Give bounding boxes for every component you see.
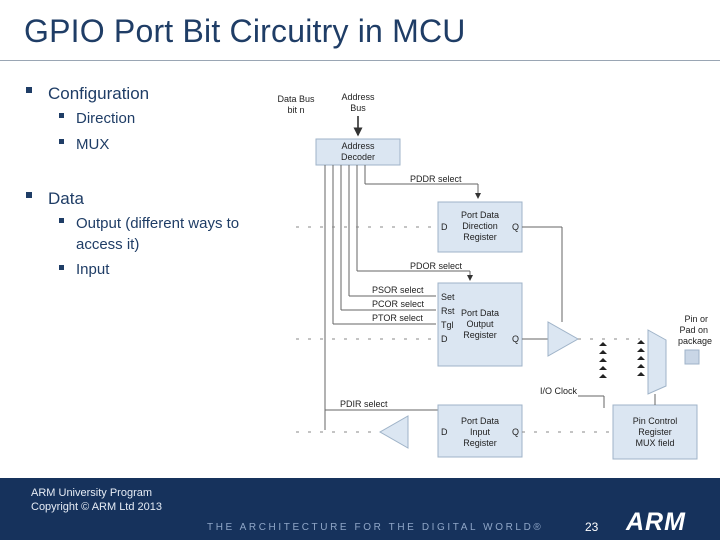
pdir-d-pin: D <box>441 427 448 437</box>
address-decoder-block <box>315 138 401 166</box>
sub-bullet-input: Input <box>76 261 110 278</box>
bullet-marker <box>26 87 32 93</box>
pcor-select-label: PCOR select <box>372 299 425 309</box>
address-decoder-label-1: Address <box>341 141 375 151</box>
sub-bullet-marker <box>59 113 64 118</box>
sub-bullet-marker <box>59 139 64 144</box>
io-clock-label: I/O Clock <box>540 386 578 396</box>
pad-arrows <box>599 340 645 378</box>
address-decoder-label-2: Decoder <box>341 152 375 162</box>
pdor-tgl-pin: Tgl <box>441 320 454 330</box>
pdir-label-3: Register <box>463 438 497 448</box>
pcr-mux-block <box>612 404 698 460</box>
pcr-label-3: MUX field <box>635 438 674 448</box>
pdor-set-pin: Set <box>441 292 455 302</box>
pdor-label-2: Output <box>466 319 494 329</box>
pdir-select-label: PDIR select <box>340 399 388 409</box>
bullet-marker <box>26 192 32 198</box>
pddr-label-1: Port Data <box>461 210 499 220</box>
sub-bullet-mux: MUX <box>76 136 110 153</box>
ptor-select-label: PTOR select <box>372 313 423 323</box>
data-bus-label-2: bit n <box>287 105 304 115</box>
title-divider <box>0 60 720 61</box>
footer-copyright: Copyright © ARM Ltd 2013 <box>31 501 163 513</box>
pin-mux <box>647 329 667 395</box>
sub-bullet-direction: Direction <box>76 110 136 127</box>
bullet-configuration: Configuration <box>48 84 150 103</box>
pdor-d-pin: D <box>441 334 448 344</box>
pdor-register-block <box>437 282 523 367</box>
pcr-label-1: Pin Control <box>633 416 678 426</box>
pdor-label-1: Port Data <box>461 308 499 318</box>
pddr-label-3: Register <box>463 232 497 242</box>
pin-label-1: Pin or <box>684 314 708 324</box>
sub-bullet-output: Output (different ways to access it) <box>76 215 240 253</box>
pin-label-3: package <box>678 336 712 346</box>
pdor-rst-pin: Rst <box>441 306 455 316</box>
pin-pad <box>684 349 700 365</box>
pddr-label-2: Direction <box>462 221 498 231</box>
pdor-q-pin: Q <box>512 334 519 344</box>
footer-program: ARM University Program <box>31 487 153 499</box>
pin-label-2: Pad on <box>679 325 708 335</box>
footer-program-info: ARM University Program Copyright © ARM L… <box>31 486 162 514</box>
pcr-label-2: Register <box>638 427 672 437</box>
sub-bullet-marker <box>59 265 64 270</box>
bullet-data: Data <box>48 189 84 208</box>
output-buffer <box>547 321 580 357</box>
pddr-select-label: PDDR select <box>410 174 462 184</box>
page-number: 23 <box>585 520 599 534</box>
data-bus-label-1: Data Bus <box>277 94 315 104</box>
arm-logo: ARM <box>626 508 686 536</box>
slide-title: GPIO Port Bit Circuitry in MCU <box>24 13 466 49</box>
slide-footer: ARM University Program Copyright © ARM L… <box>0 478 720 540</box>
pddr-q-pin: Q <box>512 222 519 232</box>
pdir-label-1: Port Data <box>461 416 499 426</box>
pdir-q-pin: Q <box>512 427 519 437</box>
pddr-register-block <box>437 201 523 253</box>
pdor-select-label: PDOR select <box>410 261 463 271</box>
pdor-label-3: Register <box>463 330 497 340</box>
address-bus-label-1: Address <box>341 92 375 102</box>
input-buffer <box>378 415 409 449</box>
pdir-register-block <box>437 404 523 458</box>
sub-bullet-marker <box>59 218 64 223</box>
gpio-circuit-diagram: Data Bus bit n Address Bus Address Decod… <box>277 92 712 460</box>
pdir-label-2: Input <box>470 427 491 437</box>
address-bus-label-2: Bus <box>350 103 366 113</box>
footer-tagline: THE ARCHITECTURE FOR THE DIGITAL WORLD® <box>207 522 544 533</box>
psor-select-label: PSOR select <box>372 285 424 295</box>
pddr-d-pin: D <box>441 222 448 232</box>
